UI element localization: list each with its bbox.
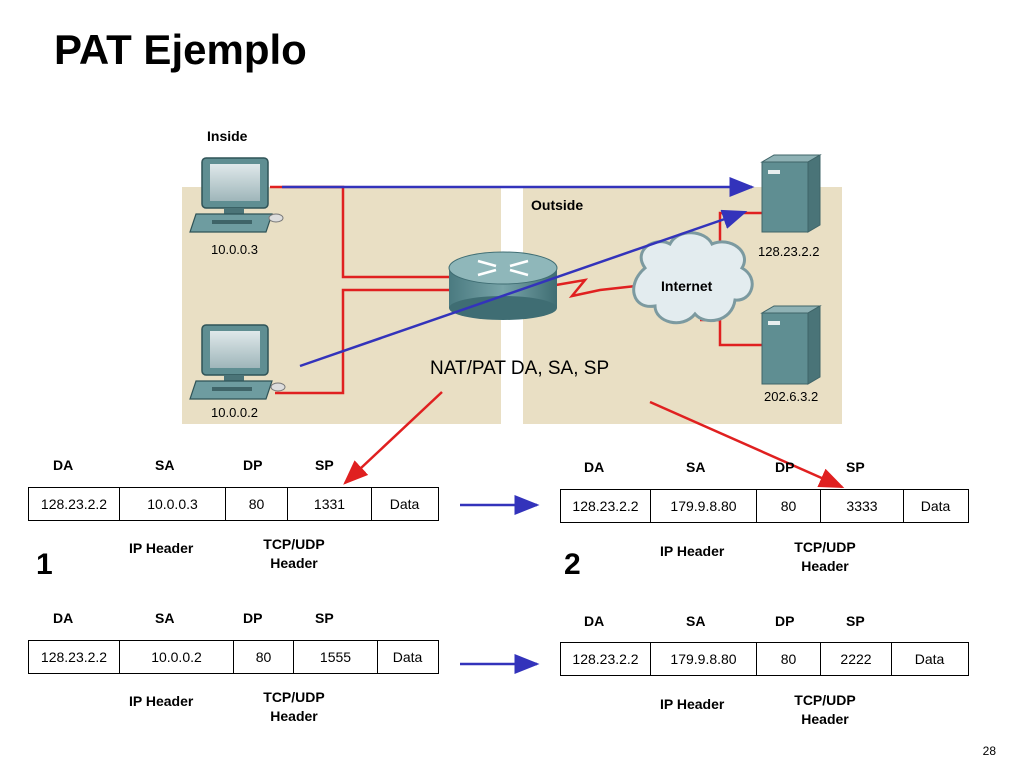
packet-3: 128.23.2.2 10.0.0.2 80 1555 Data bbox=[28, 640, 439, 674]
ip-header-label: IP Header bbox=[660, 696, 725, 712]
col-sp-1: SP bbox=[315, 457, 334, 473]
packet-da: 128.23.2.2 bbox=[40, 496, 108, 512]
server-icon-2 bbox=[760, 305, 822, 385]
packet-2: 128.23.2.2 179.9.8.80 80 3333 Data bbox=[560, 489, 969, 523]
col-da-2: DA bbox=[584, 459, 605, 475]
internet-cloud-icon bbox=[632, 231, 754, 325]
ip-header-label: IP Header bbox=[660, 543, 725, 559]
packet-dp: 80 bbox=[225, 488, 287, 520]
server2-ip: 202.6.3.2 bbox=[764, 389, 819, 404]
internet-label: Internet bbox=[661, 278, 713, 294]
col-dp-3: DP bbox=[243, 610, 263, 626]
packet-da: 128.23.2.2 bbox=[40, 649, 108, 665]
tcp-header-label: TCP/UDP Header bbox=[794, 692, 856, 727]
tcp-header-label: TCP/UDP Header bbox=[263, 689, 325, 724]
col-sa-4: SA bbox=[686, 613, 706, 629]
packet-dp: 80 bbox=[233, 641, 293, 673]
col-dp-2: DP bbox=[775, 459, 795, 475]
tcp-header-label: TCP/UDP Header bbox=[794, 539, 856, 574]
inside-label: Inside bbox=[207, 128, 248, 144]
col-sa-1: SA bbox=[155, 457, 175, 473]
page-title: PAT Ejemplo bbox=[54, 26, 307, 73]
packet-data: Data bbox=[371, 488, 437, 520]
router-icon bbox=[448, 251, 558, 320]
host1-ip: 10.0.0.3 bbox=[211, 242, 258, 257]
col-sp-4: SP bbox=[846, 613, 865, 629]
packet-sp: 1555 bbox=[293, 641, 377, 673]
packet-sp: 3333 bbox=[820, 490, 903, 522]
tcp-header-label: TCP/UDP Header bbox=[263, 536, 325, 571]
packet-da: 128.23.2.2 bbox=[572, 498, 639, 514]
packet-data: Data bbox=[903, 490, 967, 522]
step-label-2: 2 bbox=[564, 548, 581, 581]
flow-host2-server bbox=[299, 209, 748, 368]
packet-dp: 80 bbox=[756, 643, 820, 675]
packet-sa: 179.9.8.80 bbox=[650, 643, 756, 675]
col-sp-2: SP bbox=[846, 459, 865, 475]
packet-1: 128.23.2.2 10.0.0.3 80 1331 Data bbox=[28, 487, 439, 521]
ip-header-label: IP Header bbox=[129, 693, 194, 709]
col-da-3: DA bbox=[53, 610, 74, 626]
page-number: 28 bbox=[982, 744, 996, 758]
col-dp-1: DP bbox=[243, 457, 263, 473]
step-label-1: 1 bbox=[36, 548, 53, 581]
col-sa-3: SA bbox=[155, 610, 175, 626]
host2-ip: 10.0.0.2 bbox=[211, 405, 258, 420]
server-icon-1 bbox=[760, 154, 822, 233]
outside-label: Outside bbox=[531, 197, 584, 213]
packet-sa: 10.0.0.3 bbox=[119, 488, 225, 520]
packet-dp: 80 bbox=[756, 490, 820, 522]
packet-data: Data bbox=[891, 643, 967, 675]
link-router-internet bbox=[555, 278, 637, 298]
link-host2-router bbox=[275, 288, 455, 395]
col-sa-2: SA bbox=[686, 459, 706, 475]
nat-pointer-right bbox=[649, 400, 845, 489]
computer-icon-host1 bbox=[189, 157, 284, 233]
packet-da: 128.23.2.2 bbox=[572, 651, 639, 667]
packet-sa: 179.9.8.80 bbox=[650, 490, 756, 522]
nat-pointer-left bbox=[343, 391, 443, 485]
col-da-4: DA bbox=[584, 613, 605, 629]
ip-header-label: IP Header bbox=[129, 540, 194, 556]
computer-icon-host2 bbox=[189, 324, 286, 400]
packet-sp: 2222 bbox=[820, 643, 891, 675]
packet-sa: 10.0.0.2 bbox=[119, 641, 233, 673]
packet-sp: 1331 bbox=[287, 488, 371, 520]
col-da-1: DA bbox=[53, 457, 74, 473]
col-dp-4: DP bbox=[775, 613, 795, 629]
packet-4: 128.23.2.2 179.9.8.80 80 2222 Data bbox=[560, 642, 969, 676]
col-sp-3: SP bbox=[315, 610, 334, 626]
nat-label: NAT/PAT DA, SA, SP bbox=[430, 358, 610, 379]
server1-ip: 128.23.2.2 bbox=[758, 244, 820, 259]
packet-data: Data bbox=[377, 641, 437, 673]
